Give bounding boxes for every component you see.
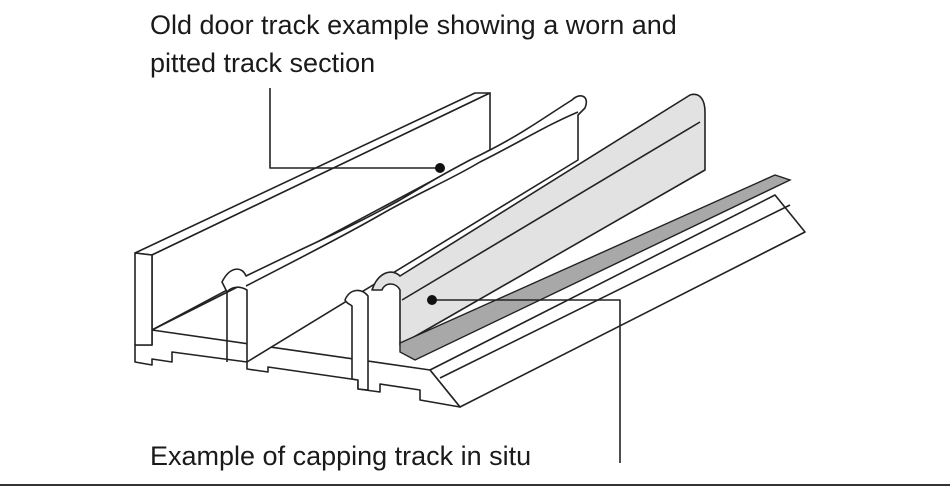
- right-rib: [344, 289, 369, 391]
- worn-rib-surface-line: [245, 111, 579, 287]
- old-track-label: Old door track example showing a worn an…: [150, 6, 677, 82]
- left-wall-front: [134, 252, 153, 346]
- old-track-leader-dot: [435, 163, 445, 173]
- old-track-label-line2: pitted track section: [150, 48, 376, 78]
- capping-track: [371, 93, 706, 346]
- old-track-label-line1: Old door track example showing a worn an…: [150, 10, 677, 40]
- capping-track-label: Example of capping track in situ: [150, 441, 532, 471]
- capping-leader-dot: [427, 295, 437, 305]
- base-slope-inner-edge: [439, 204, 791, 379]
- capping-strip: [399, 174, 792, 361]
- bottom-border: [0, 484, 950, 486]
- capping-crease: [401, 121, 701, 301]
- capping-leader: [432, 299, 621, 463]
- old-track-leader: [269, 88, 440, 169]
- worn-rib: [221, 95, 588, 363]
